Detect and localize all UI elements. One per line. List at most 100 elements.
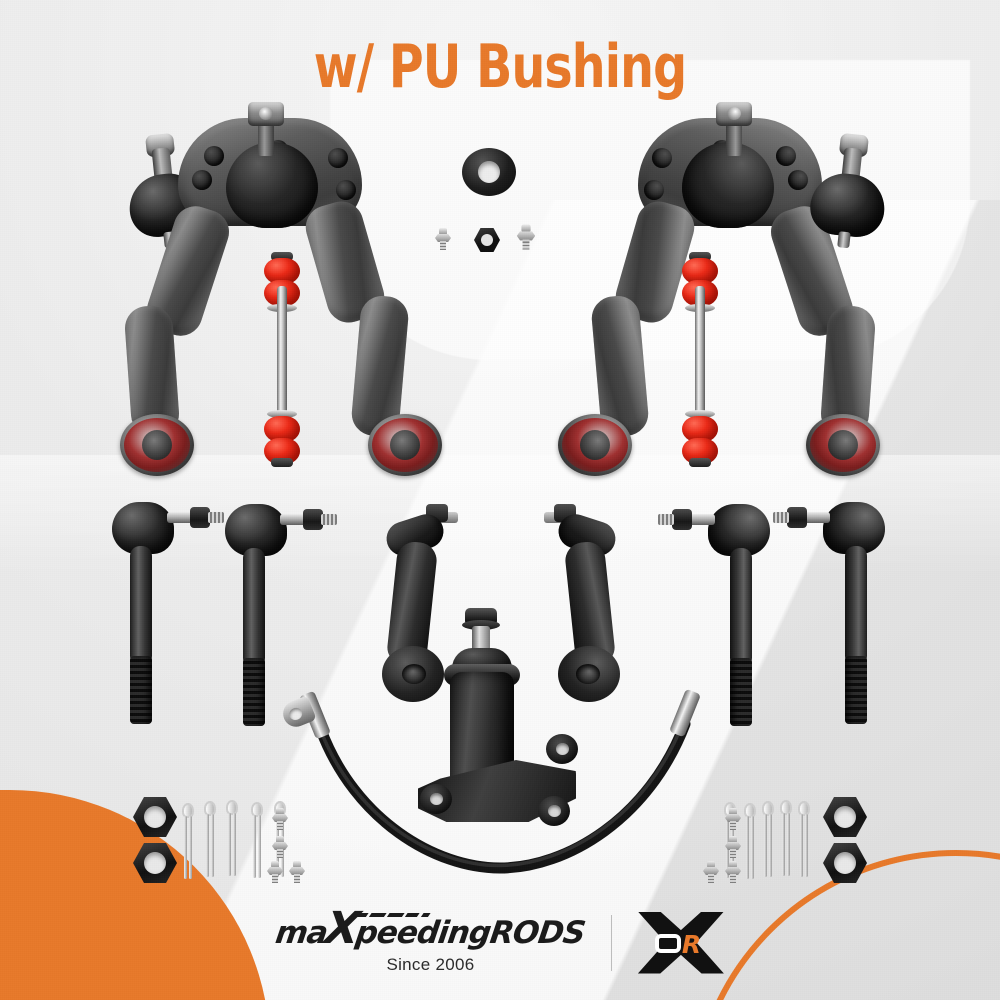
zerk-tip-icon (276, 808, 284, 815)
zerk-tip-icon (729, 808, 737, 815)
pu-bushing-upper-a (682, 258, 718, 284)
zerk-thread-icon (277, 821, 283, 830)
brand-prefix: ma (273, 914, 330, 951)
tie-rod-threaded-bolt (130, 656, 152, 724)
zerk-hex-icon (703, 867, 719, 875)
link-bottom-cap (689, 458, 711, 467)
zerk-tip-icon (729, 836, 737, 843)
pu-bushing-upper-a (264, 258, 300, 284)
zerk-tip-icon (293, 861, 301, 868)
link-washer-lower (685, 410, 715, 418)
cotter-pin (761, 801, 775, 877)
idler-arm-bracket-assembly (412, 608, 582, 853)
bushing-sleeve (580, 430, 610, 460)
zerk-thread-icon (730, 821, 736, 830)
bushing-sleeve (142, 430, 172, 460)
tie-rod-stud (280, 514, 324, 525)
zerk-thread-icon (440, 241, 446, 250)
cotter-pin-leg (746, 816, 749, 879)
tie-rod-threaded-bolt (845, 656, 867, 724)
brake-hose-line (315, 718, 691, 874)
zerk-thread-icon (277, 849, 283, 858)
cotter-pin-leg (805, 814, 808, 877)
maxpeedingrods-logo: ma X peeding RODS Since 2006 (273, 903, 588, 975)
cotter-pin (743, 803, 757, 879)
zerk-thread-icon (730, 874, 736, 883)
control-arm-rivet (192, 170, 212, 190)
tie-rod-end-inner-left (225, 500, 337, 730)
center-stud (516, 224, 536, 250)
cotter-pin-eye (780, 800, 792, 815)
control-arm-rivet (204, 146, 224, 166)
zerk-tip-icon (271, 861, 279, 868)
brand-wordmark: ma X peeding RODS (273, 903, 588, 954)
brand-suffix: RODS (487, 914, 588, 951)
bushing-sleeve (828, 430, 858, 460)
link-shaft (695, 286, 705, 436)
cotter-pin-eye (182, 803, 194, 818)
stud-hex-icon (516, 231, 536, 241)
tie-rod-threaded-bolt (243, 658, 265, 726)
link-bottom-cap (271, 458, 293, 467)
tie-rod-head (225, 504, 287, 556)
cotter-pin-eye (762, 801, 774, 816)
cotter-pin-leg (764, 814, 767, 877)
pu-bushing-lower-a (264, 416, 300, 442)
center-grease-fitting (435, 228, 451, 250)
bracket-bolt-hole (538, 796, 570, 826)
cotter-pin-eye (251, 802, 263, 817)
control-arm-bushing-right (558, 414, 632, 476)
control-arm-bushing-right (368, 414, 442, 476)
cotter-pin-eye (744, 803, 756, 818)
cotter-pin-leg (206, 814, 209, 877)
footer-divider (610, 914, 612, 971)
stud-thread-icon (522, 239, 530, 250)
tie-rod-shank (845, 546, 867, 666)
zerk-thread-icon (708, 874, 714, 883)
control-arm-castle-nut (248, 102, 284, 126)
grease-fitting (725, 836, 741, 858)
control-arm-castle-nut (716, 102, 752, 126)
oxr-x-logo: R (637, 911, 724, 974)
control-arm-left (120, 102, 442, 478)
cotter-pin-leg (228, 813, 231, 876)
cotter-pin (779, 800, 793, 876)
zerk-tip-icon (276, 836, 284, 843)
pitman-arm-eye (382, 646, 444, 702)
tie-rod-end-outer-right (773, 498, 885, 728)
zerk-hex-icon (725, 814, 741, 822)
brand-footer: ma X peeding RODS Since 2006 R (0, 903, 1000, 980)
cotter-pin-leg (184, 816, 187, 879)
zerk-thread-icon (272, 874, 278, 883)
cotter-pin-leg (253, 815, 256, 878)
tie-rod-threaded-bolt (730, 658, 752, 726)
bracket-washer (462, 620, 500, 630)
tie-rod-shank (730, 548, 752, 668)
grease-fitting (267, 861, 283, 883)
zerk-tip-icon (439, 228, 447, 235)
ball-joint-body (807, 170, 888, 240)
grease-fitting (272, 836, 288, 858)
cotter-pin-leg (211, 814, 214, 877)
cotter-pin-leg (751, 816, 754, 879)
link-top-cap (689, 252, 711, 261)
tie-rod-castle-nut (303, 509, 323, 530)
control-arm-bushing-left (120, 414, 194, 476)
control-arm-rivet (336, 180, 356, 200)
cotter-pin-leg (800, 814, 803, 877)
link-top-cap (271, 252, 293, 261)
cotter-pin-eye (798, 801, 810, 816)
tie-rod-shank (243, 548, 265, 668)
control-arm-rivet (644, 180, 664, 200)
grease-fitting (725, 861, 741, 883)
zerk-tip-icon (729, 861, 737, 868)
cotter-pin (203, 801, 217, 877)
grease-fitting (289, 861, 305, 883)
zerk-hex-icon (435, 234, 451, 242)
tie-rod-head (112, 502, 174, 554)
ball-joint-right (806, 128, 892, 255)
grease-fitting (725, 808, 741, 830)
castle-hex-nut (133, 843, 177, 883)
link-washer-lower (267, 410, 297, 418)
bracket-bolt-hole (420, 784, 452, 814)
